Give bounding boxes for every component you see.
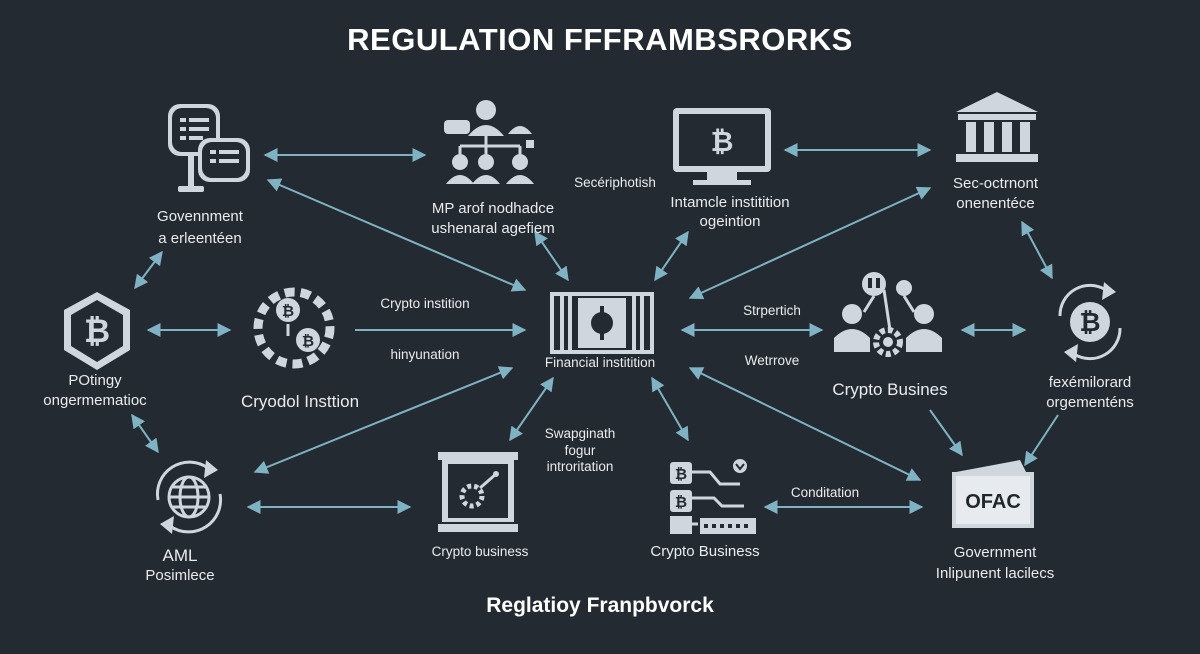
svg-text:₿: ₿ xyxy=(302,333,314,350)
svg-text:₿: ₿ xyxy=(1079,307,1100,337)
ofac-label-1: Government xyxy=(953,544,1037,561)
bank-label-1: Sec-octrnont xyxy=(952,175,1039,192)
arrow-gov-shield xyxy=(134,250,163,290)
center-label: Financial institition xyxy=(544,355,656,370)
svg-text:₿: ₿ xyxy=(675,494,687,511)
arrow-gov-center xyxy=(266,178,527,292)
ofac-badge-icon: OFAC xyxy=(952,460,1034,528)
arrow-center-ofac xyxy=(688,367,922,481)
edge-label-swap-3: introritation xyxy=(546,459,614,474)
svg-text:₿: ₿ xyxy=(711,126,734,157)
arrow-monitor-center xyxy=(654,230,689,282)
crypto-board-label: Crypto business xyxy=(431,544,529,559)
bank-label-2: onenentéce xyxy=(956,195,1035,212)
btc-cycle-label-1: fexémilorard xyxy=(1048,374,1132,391)
globe-cycle-icon xyxy=(155,460,223,534)
arrow-bank-center xyxy=(688,186,932,300)
edge-label-wetrrove: Wetrrove xyxy=(744,353,800,368)
monitor-label-1: Intamcle institition xyxy=(670,194,790,211)
arrow-shield-aml xyxy=(131,413,159,454)
edge-label-top-middle: Secériphotish xyxy=(574,175,656,190)
bitcoin-monitor-icon: ₿ xyxy=(673,108,771,185)
arrow-center-circuit xyxy=(651,376,689,442)
edge-label-strpertich: Strpertich xyxy=(743,303,801,318)
ofac-badge-text: OFAC xyxy=(965,491,1021,513)
svg-text:₿: ₿ xyxy=(84,313,110,349)
aml-label-1: AML xyxy=(162,546,198,565)
document-chat-icon xyxy=(168,104,250,192)
bitcoin-circuit-icon: ₿ ₿ xyxy=(670,459,756,534)
edge-label-swap-1: Swapginath xyxy=(544,426,616,441)
gov-doc-label-1: Govennment xyxy=(157,208,243,225)
crypto-team-icon xyxy=(834,272,942,357)
bitcoin-cycle-icon: ₿ xyxy=(1058,282,1122,362)
arrow-bank-btccycle xyxy=(1021,220,1053,280)
people-tree-label-1: MP arof nodhadce xyxy=(431,200,555,217)
btc-cycle-label-2: orgementéns xyxy=(1046,394,1134,411)
monitor-label-2: ogeintion xyxy=(699,213,761,230)
edge-label-conditation: Conditation xyxy=(790,485,860,500)
ofac-label-2: Inlipunent lacilecs xyxy=(935,565,1055,582)
arrow-people-ofac xyxy=(929,409,963,457)
edge-label-hinyunation: hinyunation xyxy=(390,347,460,362)
arrow-center-board xyxy=(509,376,554,442)
gov-doc-label-2: a erleentéen xyxy=(158,230,242,247)
bank-building-icon xyxy=(956,92,1038,162)
diagram-subtitle: Reglatioy Franpbvorck xyxy=(486,594,714,617)
arrow-people-center xyxy=(534,230,569,282)
svg-text:₿: ₿ xyxy=(282,303,294,320)
crypto-people-label: Crypto Busines xyxy=(832,380,948,399)
edge-label-swap-2: fogur xyxy=(564,443,596,458)
people-tree-label-2: ushenaral agefiem xyxy=(431,220,555,237)
diagram-title: REGULATION FFFRAMBSRORKS xyxy=(347,22,853,57)
crypto-gears-label: Cryodol Insttion xyxy=(240,392,360,411)
crypto-gears-icon: ₿ ₿ xyxy=(253,287,335,369)
arrow-btccycle-ofac xyxy=(1024,414,1059,467)
shield-label-2: ongermematioc xyxy=(43,392,147,409)
arrow-aml-center xyxy=(253,366,514,474)
people-hierarchy-icon xyxy=(444,100,534,184)
gear-board-icon xyxy=(438,452,518,532)
edge-label-crypto-inst: Crypto instition xyxy=(380,296,470,311)
bitcoin-hexagon-icon: ₿ xyxy=(64,292,130,370)
svg-text:₿: ₿ xyxy=(675,466,687,483)
aml-label-2: Posimlece xyxy=(145,567,215,584)
crypto-circuit-label: Crypto Business xyxy=(650,543,760,560)
shield-label-1: POtingy xyxy=(68,372,122,389)
financial-institution-icon xyxy=(550,292,654,354)
